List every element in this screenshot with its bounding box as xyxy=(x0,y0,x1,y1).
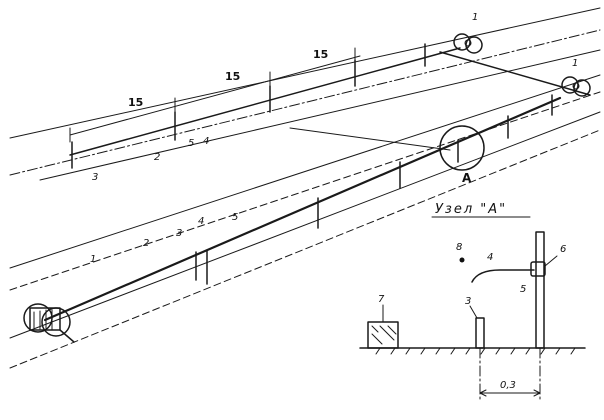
reel-left-handle xyxy=(59,329,75,343)
label-insulator: 6 xyxy=(560,244,566,255)
label-wire-upper: 2 xyxy=(154,152,160,163)
main-wire-run xyxy=(43,94,562,322)
detail-node-a: Узел "А" 7 3 5 6 4 8 0,3 xyxy=(359,202,586,401)
detail-insulator xyxy=(530,261,546,277)
far-centerline xyxy=(9,29,601,176)
detail-ground-hatch xyxy=(375,347,576,355)
label-arm-detail: 4 xyxy=(487,252,493,263)
span-label-1: 15 xyxy=(128,96,143,109)
reel-upper-wheel-1 xyxy=(453,33,471,51)
detail-post xyxy=(535,231,545,349)
reel-left xyxy=(23,303,75,343)
span-label-2: 15 xyxy=(225,70,240,83)
road-edge-3 xyxy=(9,74,601,269)
label-offset: 0,3 xyxy=(500,380,516,391)
detail-arm xyxy=(471,269,535,283)
reel-upper-hub xyxy=(464,39,472,47)
branch-wire xyxy=(289,127,451,151)
reel-right-wheel-2 xyxy=(573,79,591,97)
label-stake-detail: 3 xyxy=(465,296,471,307)
detail-node-point xyxy=(459,257,465,263)
label-node-point: 8 xyxy=(456,242,462,253)
callout-circle xyxy=(439,125,485,171)
offset-dim-arrows xyxy=(479,389,541,397)
near-road-edge xyxy=(9,111,601,339)
reel-right-wheel-1 xyxy=(561,76,579,94)
reel-upper-right xyxy=(453,33,483,54)
detail-title: Узел "А" xyxy=(435,202,507,217)
upper-wire xyxy=(69,47,461,156)
reel-right-hub xyxy=(572,82,580,90)
span-label-3: 15 xyxy=(313,48,328,61)
label-reel-right: 1 xyxy=(572,58,578,69)
reel-left-drum xyxy=(29,307,61,331)
main-wire xyxy=(43,96,562,322)
dim-line-upper xyxy=(69,55,361,136)
road-dash xyxy=(9,91,601,291)
label-arm-main: 4 xyxy=(198,216,204,227)
reel-right xyxy=(561,76,591,97)
near-dash xyxy=(9,129,601,369)
label-reel-main: 1 xyxy=(90,254,96,265)
label-post-main: 5 xyxy=(232,212,238,223)
label-block: 7 xyxy=(378,294,385,305)
label-post-detail: 5 xyxy=(520,284,526,295)
label-wire-main: 2 xyxy=(143,238,149,249)
reel-upper-wheel-2 xyxy=(465,36,483,54)
label-arm-upper: 4 xyxy=(203,136,209,147)
label-reel-upper: 1 xyxy=(472,12,478,23)
label-post-upper: 5 xyxy=(188,138,194,149)
upper-wire-run xyxy=(69,43,461,169)
label-stake-main: 3 xyxy=(176,228,182,239)
road-lines xyxy=(9,7,601,369)
far-road-edge xyxy=(9,7,601,139)
leader-stake xyxy=(469,305,478,319)
cross-wire xyxy=(439,51,591,96)
callout-label: A xyxy=(462,171,472,185)
label-stake-upper: 3 xyxy=(92,172,98,183)
detail-stake xyxy=(475,317,485,349)
leader-insulator xyxy=(544,255,558,267)
detail-block-hatch xyxy=(371,325,397,345)
